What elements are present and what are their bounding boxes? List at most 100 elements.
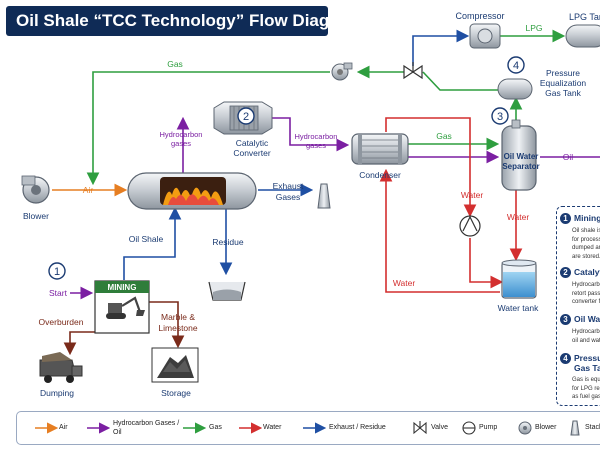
title-bar: Oil Shale “TCC Technology” Flow Diagram <box>6 6 360 36</box>
overburden-line <box>63 331 108 356</box>
marble-label-1: Marble & <box>161 312 195 322</box>
water-line-pump-to-tank <box>469 238 504 289</box>
water-line-bottom-return <box>379 168 500 293</box>
hydrocarbon-left-label-2: gases <box>171 139 191 148</box>
step-4-number: 4 <box>513 60 519 72</box>
gas-line-tank-to-valve <box>422 71 500 91</box>
oil-water-label-1: Oil Water <box>504 152 539 161</box>
page-title: Oil Shale “TCC Technology” Flow Diagram <box>16 11 361 30</box>
air-label: Air <box>83 185 94 195</box>
storage-label: Storage <box>161 388 191 398</box>
legend-valve-icon <box>413 421 427 435</box>
pump-icon <box>459 215 481 237</box>
note-4-title-1: Pressure <box>574 353 600 363</box>
step-4-circle: 4 <box>507 56 525 74</box>
hydrocarbon-right-label-1: Hydrocarbon <box>295 132 338 141</box>
legend-pump-icon <box>462 421 476 435</box>
note-3-line: oil and wat <box>572 337 600 344</box>
legend-valve-label: Valve <box>431 424 448 431</box>
legend-hydrocarbon-label-1: Hydrocarbon Gases / <box>113 420 180 427</box>
compressor-label: Compressor <box>455 11 504 21</box>
legend-stack-label: Stack <box>585 424 600 431</box>
note-1-line: for process <box>572 236 600 243</box>
note-1-line: are stored. <box>572 253 600 260</box>
note-4-line: as fuel gas. <box>572 394 600 400</box>
gas-top-label: Gas <box>167 59 183 69</box>
compressor <box>469 23 501 49</box>
legend: Air Hydrocarbon Gases / Oil Gas Water Ex… <box>16 411 600 445</box>
step-3-circle: 3 <box>491 107 509 125</box>
note-1-number: 1 <box>560 213 571 224</box>
residue-label: Residue <box>212 237 243 247</box>
exhaust-stack-icon <box>317 183 331 209</box>
pressure-tank-label-1: Pressure <box>546 68 580 78</box>
step-2-circle: 2 <box>237 107 255 125</box>
legend-hydrocarbon-label-2: Oil <box>113 429 122 436</box>
storage-pile-icon <box>151 347 199 383</box>
note-1-body: Oil shale is for process dumped an are s… <box>572 227 600 261</box>
step-3-number: 3 <box>497 111 503 123</box>
marble-label-2: Limestone <box>158 323 197 333</box>
blower-label: Blower <box>23 211 49 221</box>
oil-shale-line <box>123 206 182 280</box>
legend-air-label: Air <box>59 424 68 431</box>
exhaust-label-2: Gases <box>276 192 301 202</box>
note-3-title: Oil Wate <box>574 314 600 324</box>
note-4-line: for LPG re <box>572 385 600 392</box>
dump-truck-icon <box>39 352 83 383</box>
step-2-number: 2 <box>243 111 249 123</box>
condenser <box>351 133 409 165</box>
condenser-label: Condenser <box>359 170 401 180</box>
retort-reactor <box>127 172 257 210</box>
exhaust-label-1: Exhaust <box>273 181 304 191</box>
lpg-tank <box>565 24 600 48</box>
water-bottom-label: Water <box>393 278 416 288</box>
note-2-line: retort pass <box>572 290 600 297</box>
notes-panel: 1 Mining Oil shale is for process dumped… <box>556 206 600 406</box>
catalytic-converter-label-2: Converter <box>233 148 270 158</box>
note-2-line: Hydrocarbo <box>572 282 600 288</box>
step-1-circle: 1 <box>48 262 66 280</box>
water-tank <box>501 259 537 299</box>
pressure-equalization-gas-tank <box>497 78 533 100</box>
mining-box <box>94 280 150 334</box>
legend-pump-label: Pump <box>479 424 498 431</box>
legend-stack-icon <box>570 420 580 436</box>
catalytic-converter-label-1: Catalytic <box>236 138 269 148</box>
note-4-title-2: Gas Tan <box>574 363 600 373</box>
pressure-tank-label-3: Gas Tank <box>545 88 582 98</box>
note-2-line: converter f <box>572 299 600 305</box>
oil-water-separator <box>501 119 537 191</box>
lpg-flow-label: LPG <box>525 23 542 33</box>
line-valve-to-compressor <box>412 29 470 66</box>
note-1-line: Oil shale is <box>572 228 600 234</box>
note-1-line: dumped an <box>572 245 600 251</box>
mining-label: MINING <box>108 283 137 292</box>
hydrocarbon-line-to-condenser <box>268 117 350 152</box>
hydrocarbon-left-label-1: Hydrocarbon <box>160 130 203 139</box>
water-line-top <box>385 117 471 212</box>
note-2-number: 2 <box>560 267 571 278</box>
water-tank-label: Water tank <box>498 303 540 313</box>
start-label: Start <box>49 288 68 298</box>
legend-water-label: Water <box>263 424 282 431</box>
legend-symbols <box>35 420 580 436</box>
gas-fan-icon <box>331 62 353 81</box>
oil-water-label-2: Separator <box>502 162 539 171</box>
legend-exhaust-label: Exhaust / Residue <box>329 424 386 431</box>
note-1-title: Mining <box>574 213 600 223</box>
valve-icon <box>403 62 423 80</box>
legend-gas-label: Gas <box>209 424 222 431</box>
note-4-number: 4 <box>560 353 571 364</box>
gas-line-fan-to-reactor <box>86 71 330 186</box>
oil-shale-label: Oil Shale <box>129 234 164 244</box>
residue-bin <box>208 281 246 301</box>
legend-blower-label: Blower <box>535 424 557 431</box>
note-3-body: Hydrocarbo oil and wat <box>572 328 600 345</box>
lpg-tank-label: LPG Tan <box>569 12 600 22</box>
water-vertical-label: Water <box>461 190 484 200</box>
marble-line <box>148 301 185 349</box>
note-4-body: Gas is equa for LPG re as fuel gas. <box>572 376 600 402</box>
blower-icon <box>21 175 50 204</box>
